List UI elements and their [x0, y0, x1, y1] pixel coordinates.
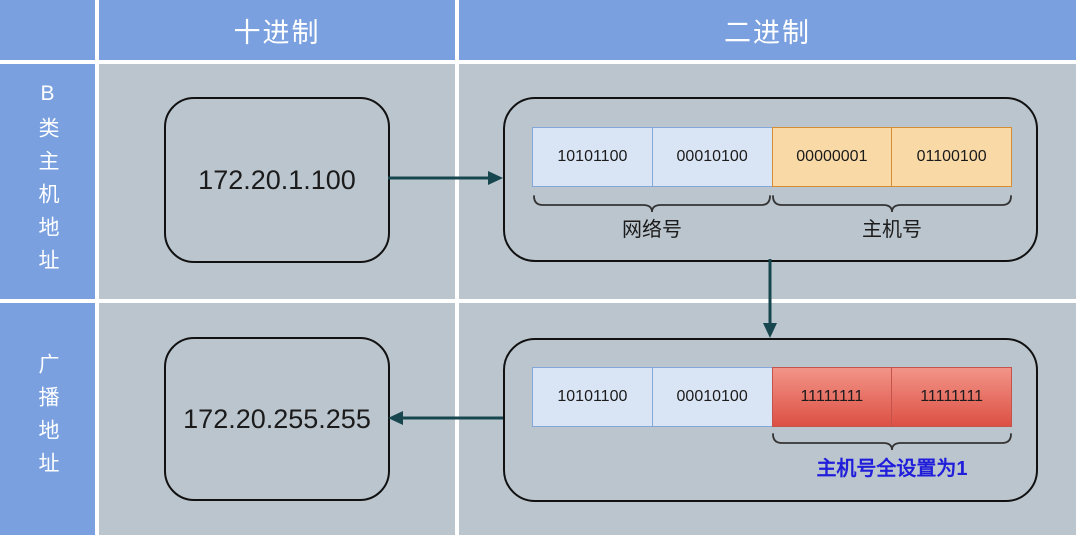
header-binary: 二进制 [459, 0, 1076, 60]
decimal-box-broadcast-address: 172.20.255.255 [164, 337, 390, 501]
binary-box-broadcast-address [503, 338, 1038, 502]
annotation-host-all-ones: 主机号全设置为1 [816, 458, 968, 480]
octet-cell-all-ones-1: 11111111 [771, 367, 893, 427]
decimal-box-host-address: 172.20.1.100 [164, 97, 390, 263]
row-label-class-b-host: B类主机地址 [0, 64, 95, 299]
octet-cell-host-1: 00000001 [771, 127, 893, 187]
row-label-class-b-host-text: B类主机地址 [36, 81, 59, 282]
octet-cell-network-2: 00010100 [651, 367, 773, 427]
header-decimal-label: 十进制 [233, 17, 321, 48]
octet-cell-all-ones-2: 11111111 [891, 367, 1012, 427]
header-binary-label: 二进制 [724, 17, 811, 48]
decimal-host-address-value: 172.20.1.100 [198, 164, 356, 195]
header-decimal: 十进制 [99, 0, 455, 60]
octet-row-host-address: 10101100 00010100 00000001 01100100 [532, 127, 1012, 187]
row-label-broadcast: 广播地址 [0, 303, 95, 535]
row-label-broadcast-text: 广播地址 [36, 353, 59, 485]
host-number-label: 主机号 [862, 219, 922, 241]
decimal-broadcast-address-value: 172.20.255.255 [183, 403, 371, 434]
octet-cell-network-2: 00010100 [651, 127, 773, 187]
corner-cell [0, 0, 95, 60]
octet-cell-host-2: 01100100 [891, 127, 1012, 187]
cell-decimal-host [99, 64, 455, 299]
octet-row-broadcast-address: 10101100 00010100 11111111 11111111 [532, 367, 1012, 427]
octet-cell-network-1: 10101100 [532, 367, 653, 427]
octet-cell-network-1: 10101100 [532, 127, 653, 187]
network-number-label: 网络号 [622, 219, 682, 241]
